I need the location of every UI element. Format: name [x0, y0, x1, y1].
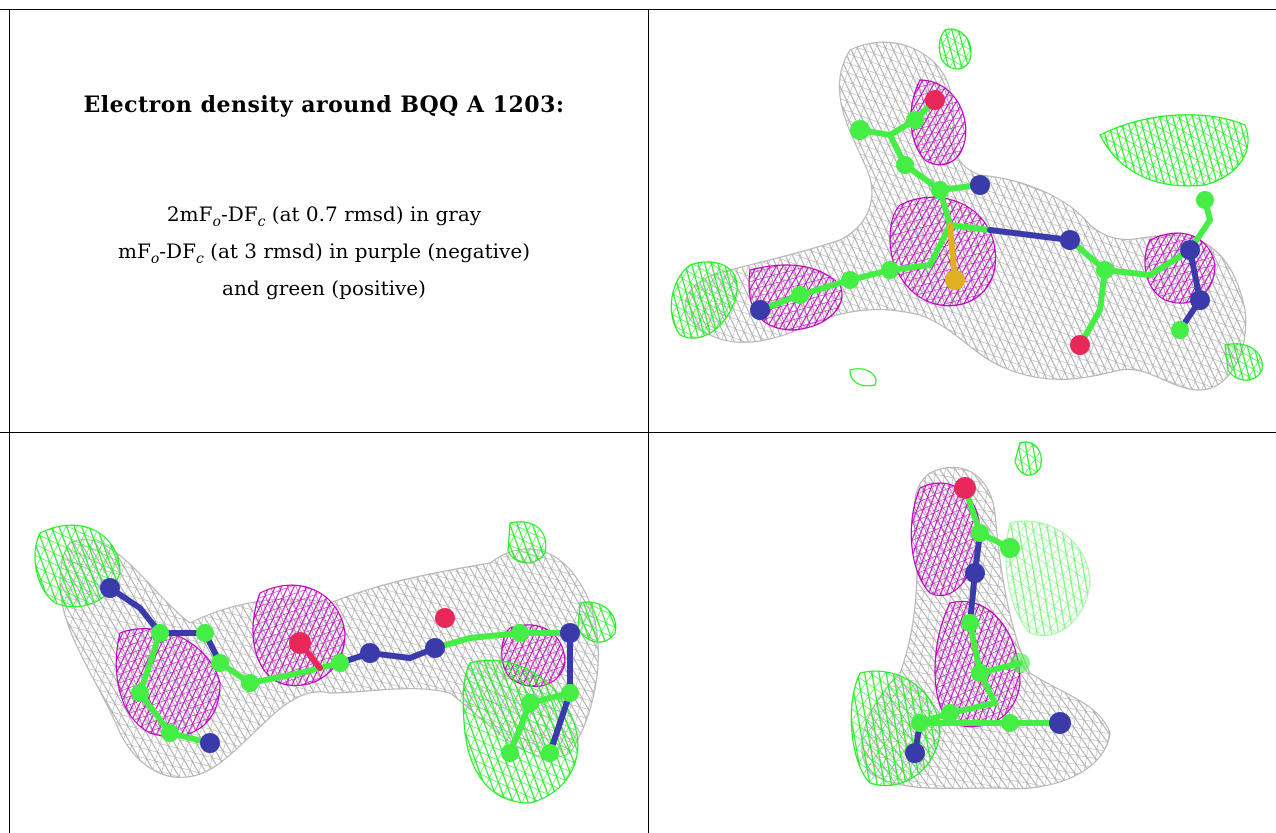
- view-top-right: [650, 10, 1276, 432]
- line1-mid: -DF: [220, 202, 258, 226]
- green-density-mesh: [1005, 520, 1091, 637]
- line2-post: (at 3 rmsd) in purple (negative): [203, 239, 530, 263]
- caption-line-gray: 2mFo-DFc (at 0.7 rmsd) in gray: [0, 200, 648, 237]
- caption-heading: Electron density around BQQ A 1203:: [83, 92, 565, 118]
- green-density-mesh: [1099, 114, 1249, 187]
- green-density-mesh-4: [577, 601, 617, 643]
- green-density-mesh: [34, 524, 121, 608]
- molecule-bonds: [107, 585, 573, 756]
- view-bottom-right: [650, 433, 1276, 833]
- molecule-atoms: [750, 90, 1214, 355]
- molecule-atoms: [100, 578, 580, 762]
- view-bottom-left: [10, 433, 648, 833]
- molecule-atoms: [905, 477, 1071, 763]
- line1-pre: 2mF: [166, 202, 213, 226]
- line2-sub2: c: [195, 251, 204, 267]
- caption-cell: Electron density around BQQ A 1203: 2mFo…: [0, 0, 648, 432]
- line1-sub1: o: [212, 214, 221, 230]
- green-density-mesh-2: [670, 261, 738, 339]
- line2-mid: -DF: [159, 239, 196, 263]
- green-density-mesh-3: [507, 521, 547, 564]
- caption-line-difference: mFo-DFc (at 3 rmsd) in purple (negative): [0, 237, 648, 274]
- line1-sub2: c: [257, 214, 266, 230]
- grid-middle-divider: [0, 432, 1276, 433]
- grid-left-border: [9, 9, 10, 833]
- green-density-mesh-4: [1224, 343, 1263, 381]
- caption-description: 2mFo-DFc (at 0.7 rmsd) in gray mFo-DFc (…: [0, 200, 648, 303]
- green-density-mesh-3: [1014, 441, 1042, 476]
- green-density-mesh-5: [849, 368, 877, 387]
- line2-pre: mF: [118, 239, 151, 263]
- line2-sub1: o: [150, 251, 160, 267]
- caption-line-positive: and green (positive): [222, 276, 426, 300]
- line1-post: (at 0.7 rmsd) in gray: [265, 202, 482, 226]
- molecule-render-bottom-right: [850, 441, 1111, 790]
- molecule-render-bottom-left: [34, 521, 617, 804]
- grid-center-divider: [648, 9, 649, 833]
- grid-top-border: [0, 9, 1276, 10]
- purple-density-mesh-2: [115, 628, 221, 738]
- green-density-mesh-3: [938, 28, 972, 70]
- molecule-render-top-right: [670, 28, 1263, 391]
